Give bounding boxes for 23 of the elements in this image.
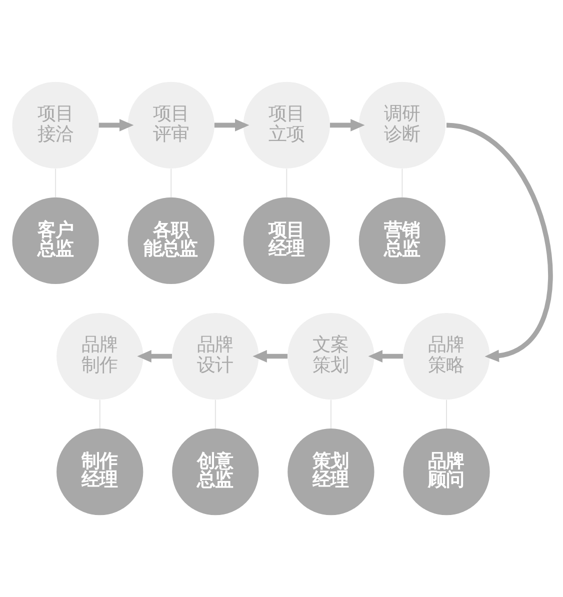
node-circle: 品牌设计 xyxy=(172,312,259,400)
arrow xyxy=(214,118,250,132)
node-circle: 创意总监 xyxy=(172,428,259,516)
node-circle: 营销总监 xyxy=(358,197,446,284)
arrow xyxy=(330,118,365,132)
node-circle: 各职能总监 xyxy=(128,197,214,284)
node-circle: 品牌策略 xyxy=(403,312,490,400)
node-circle: 项目立项 xyxy=(243,82,330,168)
arrow xyxy=(252,350,288,362)
node-circle: 项目接洽 xyxy=(12,82,99,168)
node-circle: 项目评审 xyxy=(128,82,214,168)
node-circle: 策划经理 xyxy=(288,428,374,516)
node-circle: 项目经理 xyxy=(243,197,330,284)
node-circle: 制作经理 xyxy=(56,428,144,516)
node-circle: 文案策划 xyxy=(288,312,374,400)
node-circle: 品牌顾问 xyxy=(403,428,490,516)
node-circle: 品牌制作 xyxy=(56,312,144,400)
arrow xyxy=(137,350,172,362)
arrow xyxy=(98,118,134,132)
node-circle: 调研诊断 xyxy=(358,82,446,168)
arrow xyxy=(368,350,404,362)
arrow xyxy=(446,122,553,362)
node-circle: 客户总监 xyxy=(12,197,99,284)
